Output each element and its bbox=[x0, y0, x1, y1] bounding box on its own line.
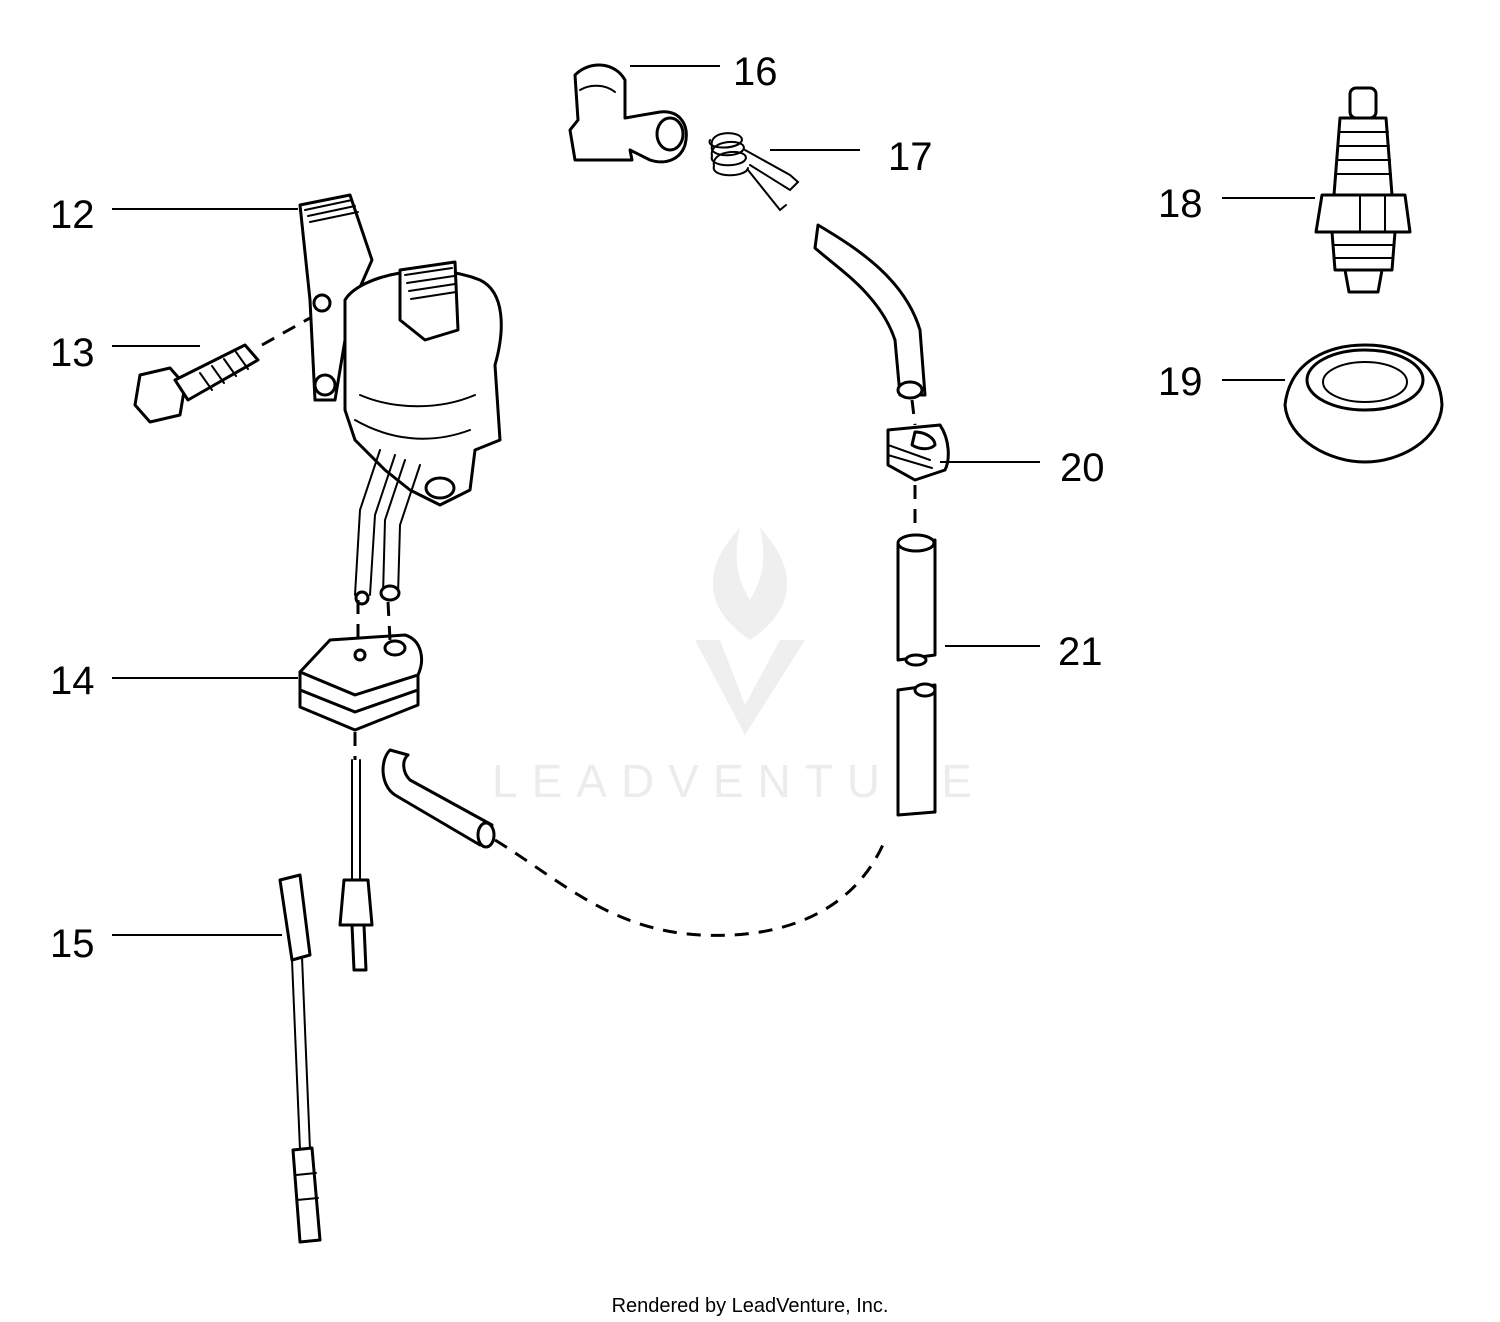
callout-16: 16 bbox=[733, 50, 778, 94]
callout-labels: 16 17 12 13 14 15 18 19 20 21 bbox=[50, 50, 1203, 966]
ignition-coil bbox=[343, 260, 503, 606]
watermark-text: LEADVENTURE bbox=[492, 755, 986, 807]
ground-wire bbox=[338, 759, 374, 972]
upper-curved-tube bbox=[813, 223, 927, 426]
part-20-grommet bbox=[886, 423, 950, 530]
callout-12: 12 bbox=[50, 193, 95, 237]
callout-20: 20 bbox=[1060, 446, 1105, 490]
callout-13: 13 bbox=[50, 331, 95, 375]
callout-14: 14 bbox=[50, 659, 95, 703]
callout-19: 19 bbox=[1158, 360, 1203, 404]
part-16-spark-plug-boot bbox=[568, 63, 688, 164]
part-12-fin-plate bbox=[298, 193, 374, 402]
part-17-spring-clip bbox=[708, 132, 800, 212]
callout-21: 21 bbox=[1058, 630, 1103, 674]
part-21-tube bbox=[896, 533, 937, 817]
part-13-bolt bbox=[133, 316, 311, 424]
part-15-terminal-lead bbox=[278, 873, 322, 1244]
part-18-spark-plug bbox=[1314, 86, 1412, 294]
part-14-rubber-boot bbox=[298, 600, 423, 760]
footer-credit: Rendered by LeadVenture, Inc. bbox=[612, 1295, 889, 1317]
callout-17: 17 bbox=[888, 135, 933, 179]
callout-15: 15 bbox=[50, 922, 95, 966]
wire-tube bbox=[381, 748, 887, 937]
part-19-boot-cap bbox=[1283, 343, 1444, 464]
callout-18: 18 bbox=[1158, 182, 1203, 226]
leader-lines bbox=[112, 65, 1315, 936]
watermark-logo: LEADVENTURE bbox=[492, 528, 986, 807]
